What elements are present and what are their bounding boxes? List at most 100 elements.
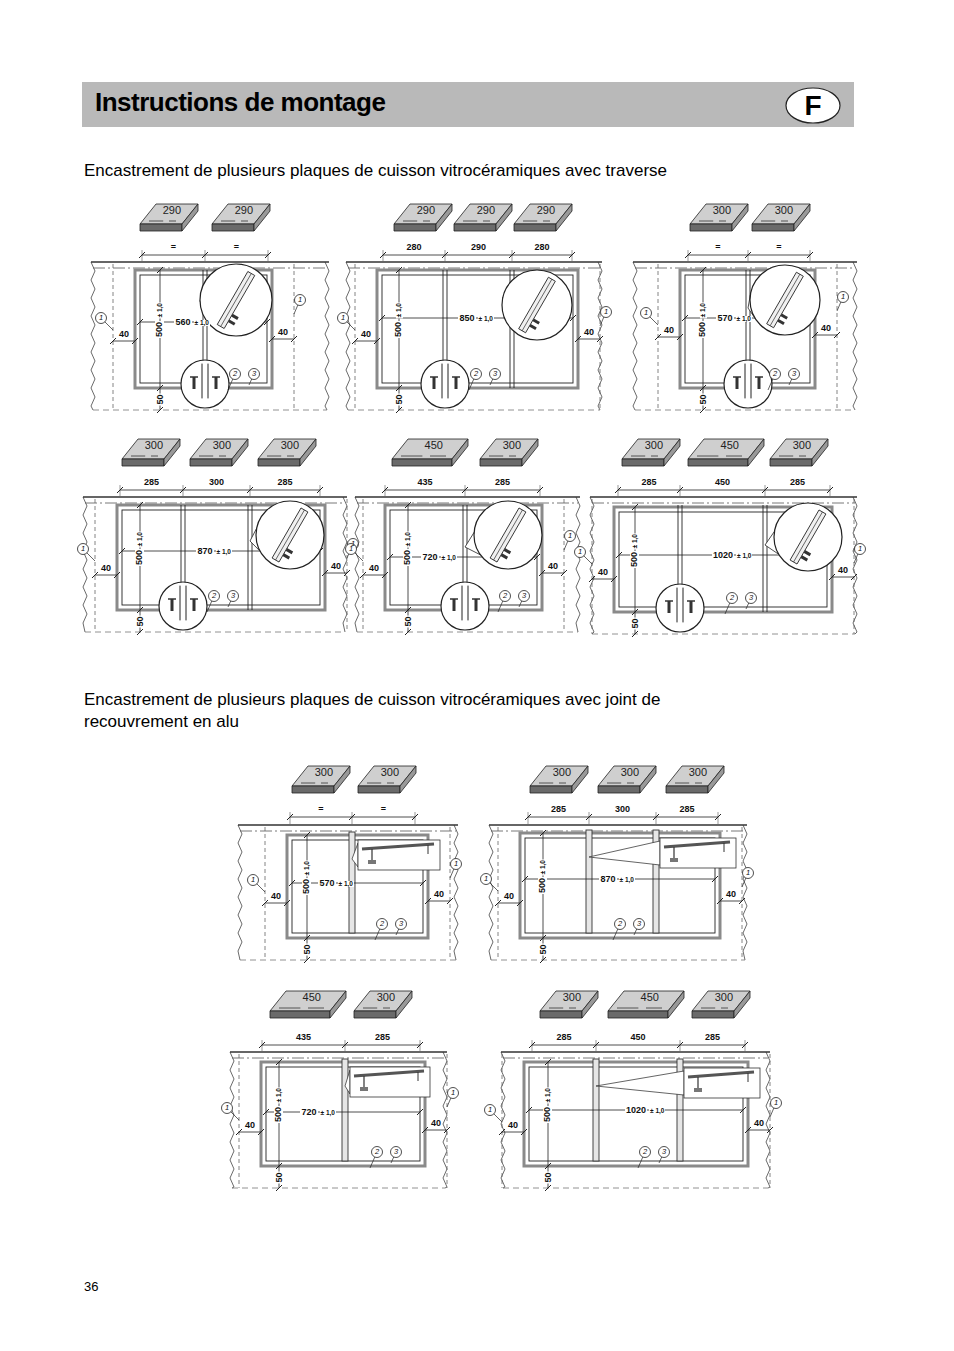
detail-inset <box>350 1067 430 1097</box>
dimension-line <box>592 579 614 580</box>
dimension-tick <box>525 814 531 820</box>
cooktop-width: 290 <box>163 205 181 216</box>
worktop-axis <box>240 831 456 832</box>
cooktop-width: 300 <box>689 767 707 778</box>
dimension-tick <box>517 900 523 906</box>
callout-ring <box>615 919 626 930</box>
cooktop-mark <box>781 221 788 222</box>
alu-joint-profile <box>673 847 674 858</box>
callout-number: 1 <box>225 1104 229 1112</box>
cabinet-wall <box>265 827 266 960</box>
leader-line <box>770 1108 774 1117</box>
cooktop-mark <box>363 1008 377 1009</box>
worktop-break-edge <box>454 825 458 960</box>
traverse-profile <box>494 510 523 560</box>
traverse-profile <box>490 508 526 562</box>
callout-number: 1 <box>858 545 862 553</box>
cooktop-width: 300 <box>793 440 811 451</box>
traverse-profile <box>442 364 443 399</box>
cooktop-mark <box>308 1008 324 1009</box>
cooktop-front <box>480 459 522 466</box>
dimension: 40 <box>244 1121 256 1130</box>
dimension-tick <box>304 832 310 838</box>
cooktop-top <box>608 991 684 1011</box>
screw-symbol <box>171 599 174 611</box>
worktop-edge <box>355 496 580 498</box>
cooktop-mark <box>719 221 726 222</box>
dimension-tick <box>717 898 723 904</box>
cooktop-icon: 450 <box>608 987 684 1021</box>
callout-number: 3 <box>749 594 753 602</box>
worktop-axis <box>491 831 745 832</box>
cooktop-icon: 300 <box>540 987 598 1021</box>
cooktop-icon: 450 <box>270 987 346 1021</box>
cooktop-mark <box>569 1008 576 1009</box>
traverse-profile <box>186 586 187 621</box>
cooktop-front <box>692 1011 734 1018</box>
callout-ring <box>743 868 754 879</box>
worktop-break-edge <box>598 262 602 410</box>
leader-line <box>768 379 773 390</box>
cooktop-mark <box>383 1008 390 1009</box>
cooktop-mark <box>549 1008 563 1009</box>
callout-number: 2 <box>503 592 507 600</box>
detail-pointer <box>345 1070 350 1094</box>
callout-number: 1 <box>81 545 85 553</box>
tolerance: ± 1,0 <box>700 302 707 318</box>
dimension-tick <box>269 336 275 342</box>
callout-ring <box>471 369 482 380</box>
cooktop-top <box>190 439 248 459</box>
screw-symbol <box>283 553 291 559</box>
callout-ring <box>78 544 89 555</box>
cooktop-width: 300 <box>213 440 231 451</box>
dimension: 40 <box>433 890 445 899</box>
dimension-tick <box>593 1042 599 1048</box>
section-heading: Encastrement de plusieurs plaques de cui… <box>84 689 746 733</box>
callout-ring <box>789 369 800 380</box>
screw-symbol <box>455 377 458 389</box>
dimension-tick <box>616 552 622 558</box>
cooktop-mark <box>483 221 490 222</box>
dimension-tick <box>425 898 431 904</box>
cooktop-mark <box>151 456 158 457</box>
callout-number: 1 <box>349 545 353 553</box>
dimension-tick <box>526 1107 532 1113</box>
callout-number: 2 <box>212 592 216 600</box>
cooktop-front <box>354 1011 396 1018</box>
worktop-front <box>93 410 327 411</box>
dimension: 285 <box>555 1033 572 1042</box>
worktop-axis <box>348 268 600 269</box>
callout-number: 1 <box>488 1106 492 1114</box>
leader-line <box>837 302 841 311</box>
dimension-tick <box>589 576 595 582</box>
cooktop-icon: 300 <box>752 200 810 234</box>
alu-joint-profile <box>664 842 730 847</box>
callout-number: 3 <box>792 370 796 378</box>
dimension-line <box>383 255 572 256</box>
dimension: 40 <box>360 330 372 339</box>
worktop-axis <box>85 503 345 504</box>
language-badge: F <box>785 87 841 124</box>
worktop-axis <box>93 268 327 269</box>
detail-pointer <box>352 843 358 867</box>
callout-ring <box>248 875 259 886</box>
dimension-line <box>498 903 520 904</box>
dimension: 500 <box>156 320 165 337</box>
dimension-tick <box>276 1059 282 1065</box>
cabinet-wall <box>742 827 743 960</box>
cooktop-front <box>454 224 496 231</box>
cooktop-width: 450 <box>721 440 739 451</box>
dimension-line <box>355 341 377 342</box>
alu-joint-profile <box>748 1073 749 1082</box>
screw-symbol <box>529 324 537 330</box>
dimension-tick <box>317 487 323 493</box>
dimension: 1020 <box>712 551 734 560</box>
tolerance: ± 1,0 <box>540 859 547 875</box>
dimension-tick <box>382 572 388 578</box>
dimension-tick <box>575 336 581 342</box>
callout-number: 3 <box>231 592 235 600</box>
cooktop-mark <box>651 456 658 457</box>
cooktop-outline <box>394 200 452 234</box>
callout-number: 3 <box>493 370 497 378</box>
badge-outline <box>785 87 841 124</box>
